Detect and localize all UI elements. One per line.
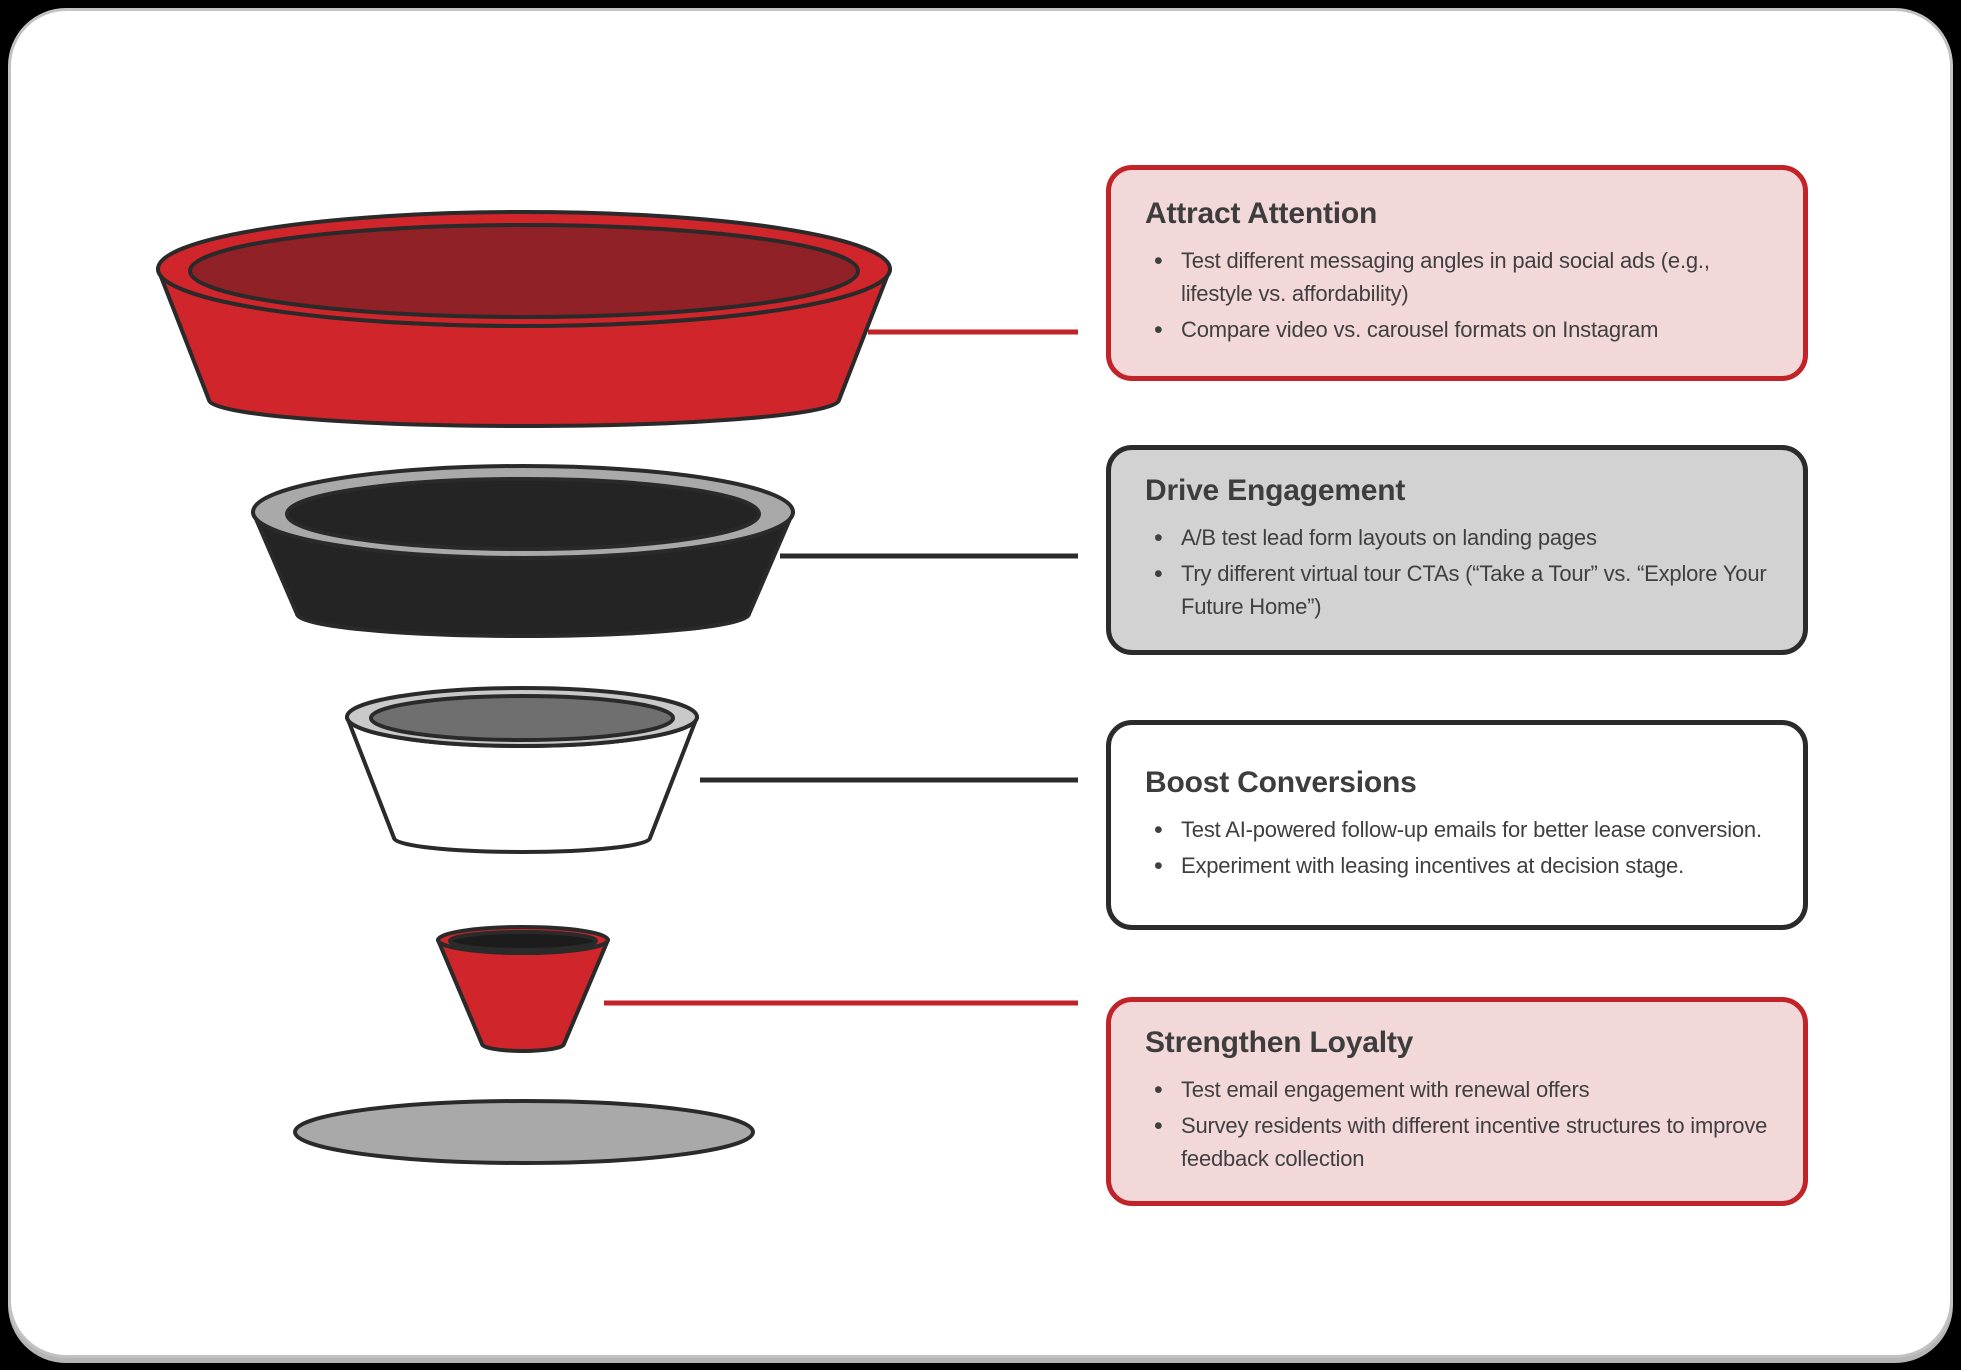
card-title: Strengthen Loyalty xyxy=(1145,1025,1414,1059)
bullet-list: Test AI-powered follow-up emails for bet… xyxy=(1145,810,1769,886)
bullet-item: Experiment with leasing incentives at de… xyxy=(1145,848,1769,886)
funnel-stage-3-opening xyxy=(369,694,675,742)
card-drive-engagement: Drive Engagement A/B test lead form layo… xyxy=(1106,445,1808,655)
card-attract-attention: Attract Attention Test different messagi… xyxy=(1106,165,1808,381)
bullet-item: Try different virtual tour CTAs (“Take a… xyxy=(1145,556,1769,623)
bullet-list: Test different messaging angles in paid … xyxy=(1145,241,1769,350)
funnel-base-shadow xyxy=(293,1099,755,1165)
card-title: Boost Conversions xyxy=(1145,765,1417,799)
bullet-list: Test email engagement with renewal offer… xyxy=(1145,1070,1769,1178)
card-boost-conversions: Boost Conversions Test AI-powered follow… xyxy=(1106,720,1808,930)
card-strengthen-loyalty: Strengthen Loyalty Test email engagement… xyxy=(1106,997,1808,1206)
card-title: Attract Attention xyxy=(1145,197,1378,230)
bullet-item: Test different messaging angles in paid … xyxy=(1145,243,1769,310)
bullet-item: Compare video vs. carousel formats on In… xyxy=(1145,312,1769,350)
funnel-stage-4-body xyxy=(436,938,610,1053)
funnel-stage-2-opening xyxy=(285,477,761,551)
bullet-item: Survey residents with different incentiv… xyxy=(1145,1108,1769,1175)
bullet-list: A/B test lead form layouts on landing pa… xyxy=(1145,518,1769,626)
bullet-item: Test AI-powered follow-up emails for bet… xyxy=(1145,812,1769,850)
funnel-stage-1-opening xyxy=(188,223,860,319)
card-title: Drive Engagement xyxy=(1145,474,1406,507)
bullet-item: A/B test lead form layouts on landing pa… xyxy=(1145,520,1769,558)
bullet-item: Test email engagement with renewal offer… xyxy=(1145,1072,1769,1110)
funnel-stage-4-opening xyxy=(448,930,598,952)
